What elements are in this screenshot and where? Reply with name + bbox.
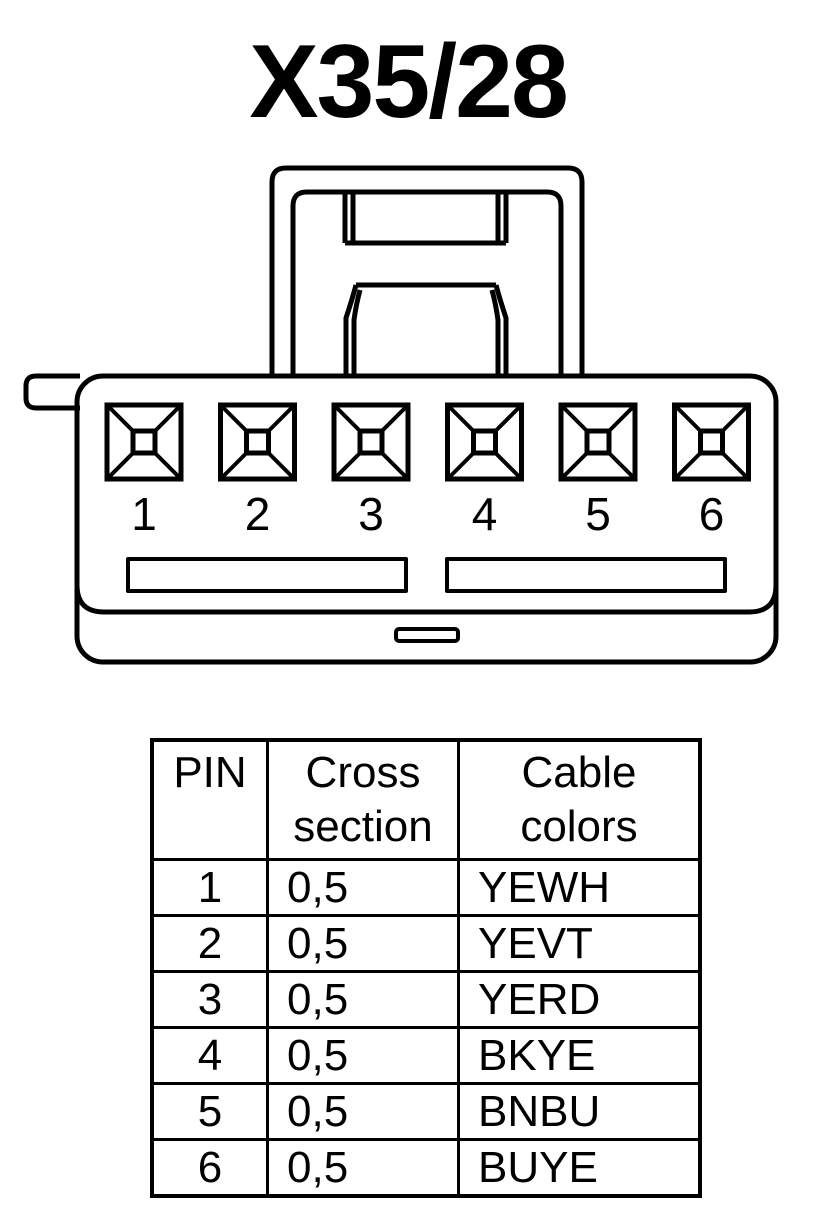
pin-number-label: 6 [699,488,725,540]
table-row: 6 0,5 BUYE [150,1138,702,1198]
row-cross-section: 0,5 [266,1026,460,1085]
row-cable-color: BKYE [457,1026,702,1085]
table-row: 3 0,5 YERD [150,970,702,1029]
row-cable-color: BUYE [457,1138,702,1198]
row-cable-color: YEWH [457,858,702,917]
row-cross-section: 0,5 [266,1082,460,1141]
pin-number-label: 1 [131,488,157,540]
row-cross-section: 0,5 [266,970,460,1029]
bottom-slot [394,627,460,643]
header-cable-colors: Cable colors [457,738,702,861]
row-pin: 2 [150,914,269,973]
row-cable-color: BNBU [457,1082,702,1141]
pin-number-label: 4 [472,488,498,540]
row-cable-color: YERD [457,970,702,1029]
side-tab [23,373,80,411]
pin-cavity-6 [672,402,751,482]
connector-title: X35/28 [249,24,569,140]
pin-cavity-3 [331,402,411,482]
table-row: 4 0,5 BKYE [150,1026,702,1085]
keying-bar-left [126,557,408,593]
row-cross-section: 0,5 [266,914,460,973]
pin-cavity-1 [104,402,184,482]
pin-number-label: 5 [585,488,611,540]
row-cross-section: 0,5 [266,858,460,917]
connector-latch [269,165,585,375]
row-pin: 1 [150,858,269,917]
row-cross-section: 0,5 [266,1138,460,1198]
header-pin: PIN [150,738,269,861]
keying-bar-right [445,557,727,593]
pin-number-label: 2 [245,488,271,540]
connector-body [74,373,779,665]
row-pin: 6 [150,1138,269,1198]
table-row: 5 0,5 BNBU [150,1082,702,1141]
table-row: 1 0,5 YEWH [150,858,702,917]
pin-cavity-5 [558,402,638,482]
table-row: 2 0,5 YEVT [150,914,702,973]
pin-cavity-4 [445,402,524,482]
connector-drawing: 1 2 3 4 5 6 [23,165,779,665]
connector-ledge [74,584,779,615]
pin-number-label: 3 [358,488,384,540]
table-header-row: PIN Cross section Cable colors [150,738,702,861]
row-pin: 4 [150,1026,269,1085]
pin-cavity-2 [218,402,297,482]
pin-assignment-table: PIN Cross section Cable colors 1 0,5 YEW… [150,738,702,1198]
row-pin: 5 [150,1082,269,1141]
row-cable-color: YEVT [457,914,702,973]
row-pin: 3 [150,970,269,1029]
header-cross-section: Cross section [266,738,460,861]
